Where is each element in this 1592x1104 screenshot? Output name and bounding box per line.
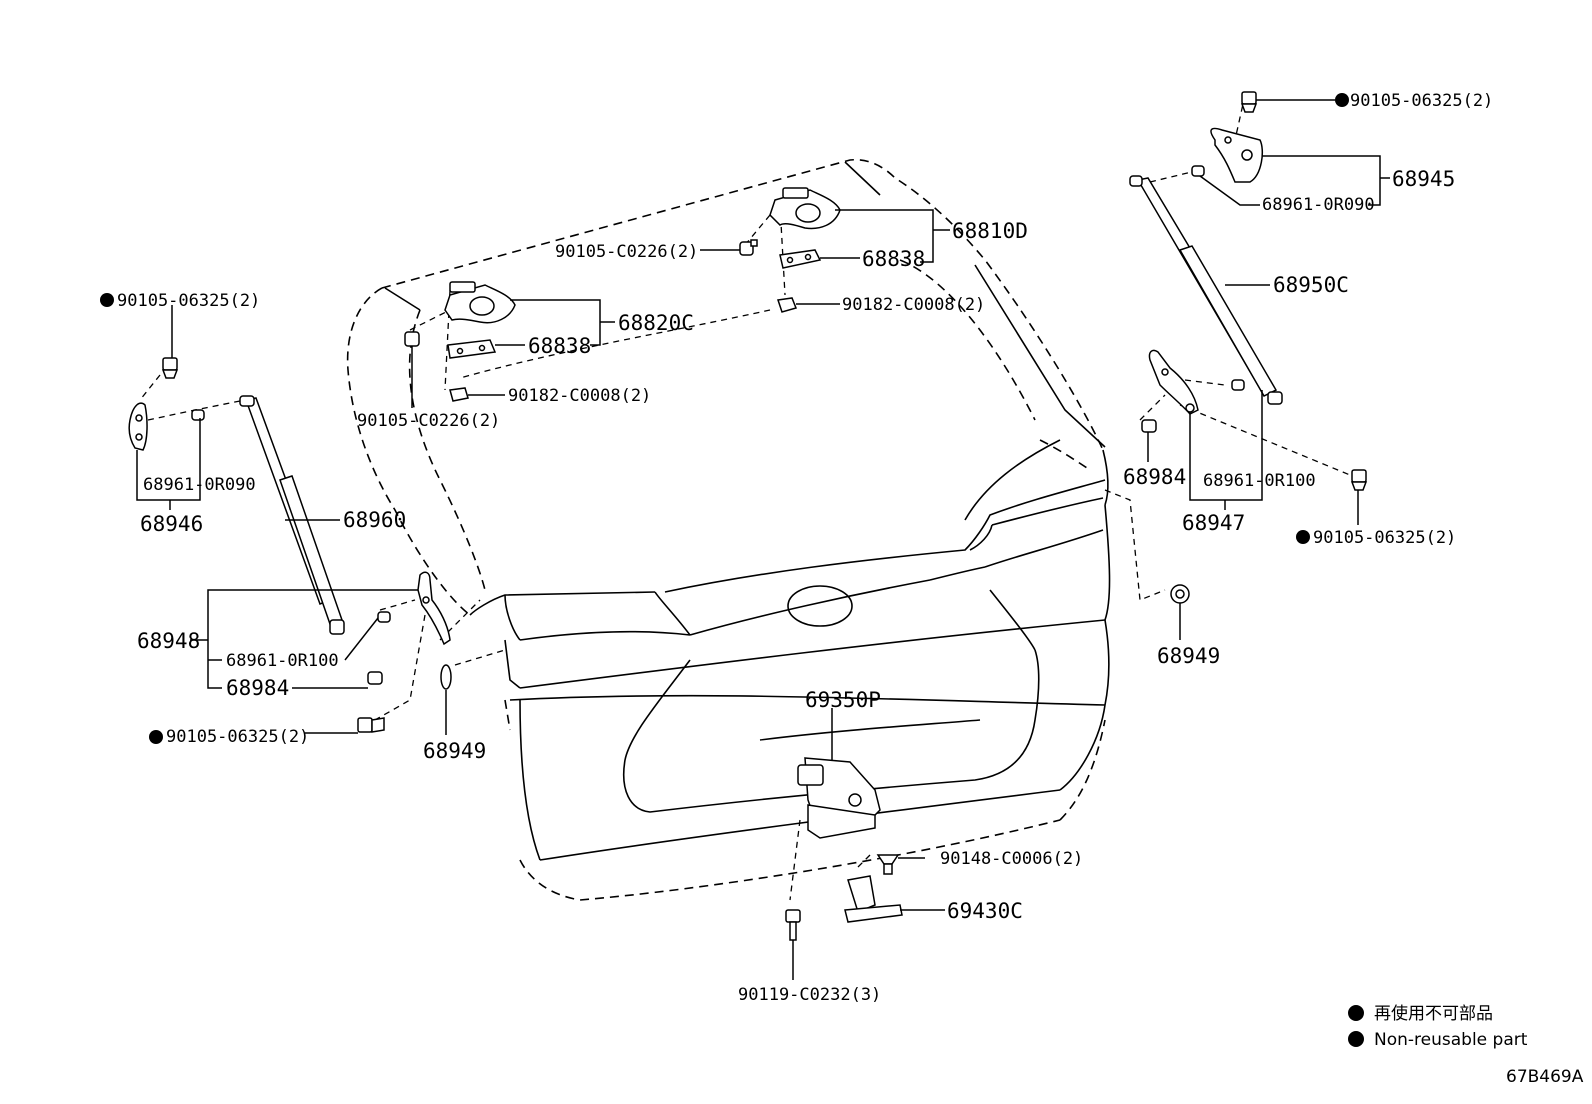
label-68960[interactable]: 68960 xyxy=(343,508,406,532)
shim-68838-mid[interactable] xyxy=(447,339,497,359)
ball-stud-68961-0r090-l[interactable] xyxy=(191,409,205,421)
bolt-90105-06325-tl[interactable] xyxy=(161,357,179,379)
label-68984-r[interactable]: 68984 xyxy=(1123,465,1186,489)
label-68961-0r090-r[interactable]: 68961-0R090 xyxy=(1262,195,1375,215)
bolt-90105-c0226-mid[interactable] xyxy=(404,331,420,347)
back-door-outline xyxy=(346,158,1111,901)
label-68820c[interactable]: 68820C xyxy=(618,311,694,335)
bolt-90105-06325-bl[interactable] xyxy=(357,717,385,733)
leader-lines xyxy=(136,99,1390,980)
label-68961-0r100-l[interactable]: 68961-0R100 xyxy=(226,651,339,671)
nut-68984-l[interactable] xyxy=(367,671,383,685)
screw-90148-c0006[interactable] xyxy=(876,854,900,875)
non-reusable-dot xyxy=(1296,530,1310,544)
legend-dot xyxy=(1348,1005,1364,1021)
bracket-68946[interactable] xyxy=(128,402,148,451)
legend: 再使用不可部品 Non-reusable part xyxy=(1348,1003,1528,1050)
ball-stud-68961-0r100-r[interactable] xyxy=(1231,379,1245,391)
label-68984-l[interactable]: 68984 xyxy=(226,676,289,700)
label-90105-06325-tl[interactable]: 90105-06325(2) xyxy=(117,291,260,311)
label-68838-top[interactable]: 68838 xyxy=(862,247,925,271)
label-69350p[interactable]: 69350P xyxy=(805,688,881,712)
figure-id: 67B469A xyxy=(1506,1067,1584,1087)
hinge-68810d[interactable] xyxy=(769,187,841,230)
label-68961-0r090-l[interactable]: 68961-0R090 xyxy=(143,475,256,495)
bolt-90105-c0226-top[interactable] xyxy=(739,239,758,256)
strut-68960[interactable] xyxy=(239,395,345,635)
label-90105-c0226-top[interactable]: 90105-C0226(2) xyxy=(555,242,698,262)
strut-68950c[interactable] xyxy=(1129,175,1283,405)
bracket-68948[interactable] xyxy=(417,571,451,646)
non-reusable-dot xyxy=(100,293,114,307)
label-68950c[interactable]: 68950C xyxy=(1273,273,1349,297)
label-68947[interactable]: 68947 xyxy=(1182,511,1245,535)
bracket-68947[interactable] xyxy=(1148,349,1199,415)
non-reusable-dot xyxy=(149,730,163,744)
lock-assembly-69350p[interactable] xyxy=(797,757,881,839)
label-69430c[interactable]: 69430C xyxy=(947,899,1023,923)
nut-68984-r[interactable] xyxy=(1141,419,1157,433)
label-68838-mid[interactable]: 68838 xyxy=(528,334,591,358)
label-90119-c0232[interactable]: 90119-C0232(3) xyxy=(738,985,881,1005)
label-90105-06325-tr[interactable]: 90105-06325(2) xyxy=(1350,91,1493,111)
bolt-90119-c0232[interactable] xyxy=(785,909,801,941)
label-90105-06325-bl[interactable]: 90105-06325(2) xyxy=(166,727,309,747)
label-90182-c0008-mid[interactable]: 90182-C0008(2) xyxy=(508,386,651,406)
label-90148-c0006[interactable]: 90148-C0006(2) xyxy=(940,849,1083,869)
label-68948[interactable]: 68948 xyxy=(137,629,200,653)
stay-bracket-68945[interactable] xyxy=(1210,127,1263,183)
cushion-68949-r[interactable] xyxy=(1170,584,1190,604)
part-labels: 90105-06325(2) 68945 68961-0R090 68950C … xyxy=(117,91,1493,1005)
label-90105-06325-br[interactable]: 90105-06325(2) xyxy=(1313,528,1456,548)
legend-english: Non-reusable part xyxy=(1374,1030,1528,1050)
non-reusable-markers xyxy=(100,93,1349,744)
nut-90182-c0008-mid[interactable] xyxy=(449,387,469,402)
cushion-68949-l[interactable] xyxy=(440,664,452,690)
nut-90182-c0008-top[interactable] xyxy=(777,297,798,313)
ball-stud-68961-0r090-r[interactable] xyxy=(1191,165,1205,177)
label-68961-0r100-r[interactable]: 68961-0R100 xyxy=(1203,471,1316,491)
ball-stud-68961-0r100-l[interactable] xyxy=(377,611,391,623)
non-reusable-dot xyxy=(1335,93,1349,107)
label-68946[interactable]: 68946 xyxy=(140,512,203,536)
legend-dot xyxy=(1348,1031,1364,1047)
label-90105-c0226-mid[interactable]: 90105-C0226(2) xyxy=(357,411,500,431)
label-68945[interactable]: 68945 xyxy=(1392,167,1455,191)
hinge-68820c[interactable] xyxy=(444,281,516,324)
bolt-90105-06325-tr[interactable] xyxy=(1240,91,1258,113)
legend-japanese: 再使用不可部品 xyxy=(1374,1003,1493,1024)
label-68949-l[interactable]: 68949 xyxy=(423,739,486,763)
label-90182-c0008-top[interactable]: 90182-C0008(2) xyxy=(842,295,985,315)
shim-68838-top[interactable] xyxy=(779,249,822,269)
label-68949-r[interactable]: 68949 xyxy=(1157,644,1220,668)
bolt-90105-06325-br[interactable] xyxy=(1350,469,1368,491)
label-68810d[interactable]: 68810D xyxy=(952,219,1028,243)
switch-69430c[interactable] xyxy=(844,875,903,923)
